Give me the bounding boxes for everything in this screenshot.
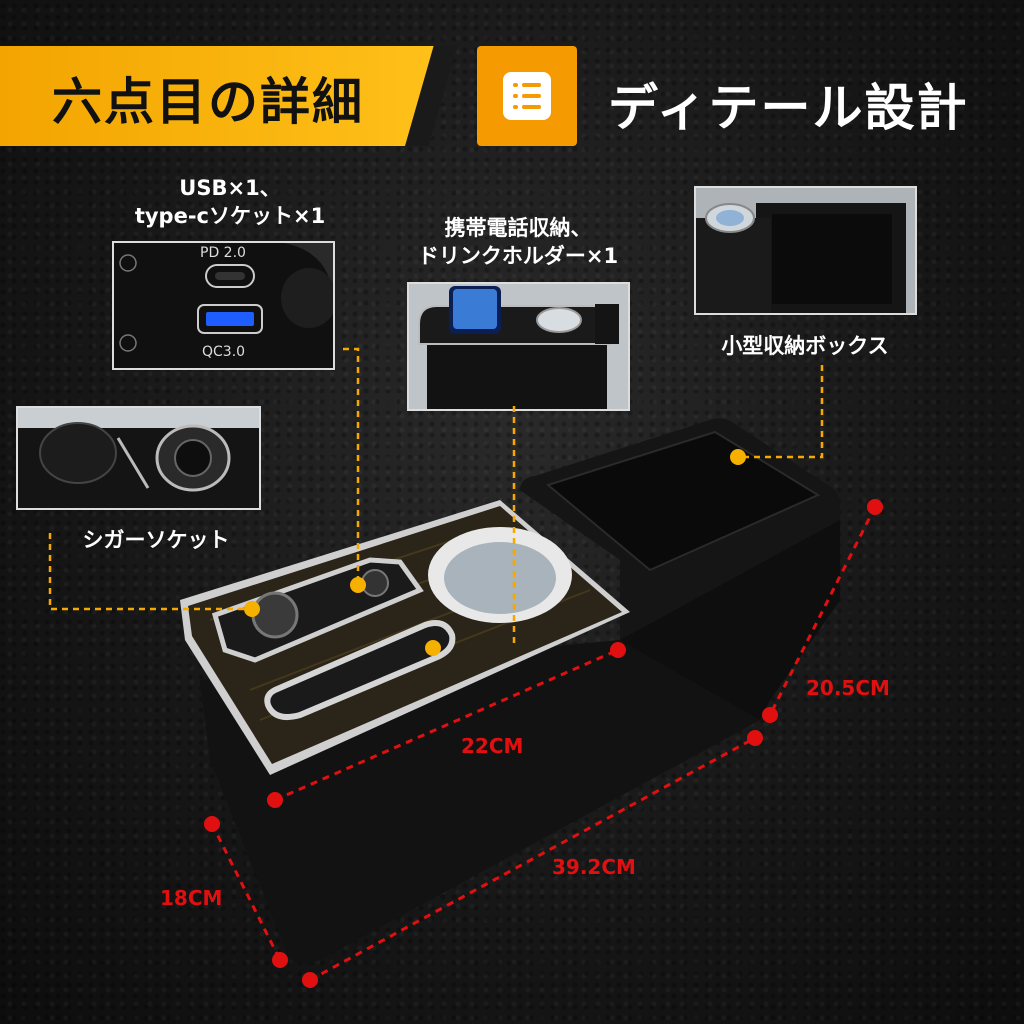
storage-box-photo xyxy=(694,186,917,315)
usb-label-line1: USB×1、 xyxy=(179,176,281,200)
cigar-socket-label: シガーソケット xyxy=(82,528,230,552)
header-left-title: 六点目の詳細 xyxy=(52,73,364,131)
dimension-depth: 20.5CM xyxy=(806,676,890,700)
dimension-height: 18CM xyxy=(160,886,223,910)
cigar-socket-photo xyxy=(16,406,261,510)
phone-holder-photo xyxy=(407,282,630,411)
header-banner xyxy=(0,46,448,146)
phone-label: 携帯電話収納、 ドリンクホルダー×1 xyxy=(398,214,638,270)
qc-port-label: QC3.0 xyxy=(202,344,246,360)
phone-label-line1: 携帯電話収納、 xyxy=(444,216,592,240)
usb-port-photo: PD 2.0 QC3.0 xyxy=(112,241,335,370)
header-right-title: ディテール設計 xyxy=(608,79,969,137)
usb-label-line2: type-cソケット×1 xyxy=(134,204,326,228)
list-icon xyxy=(477,46,577,146)
storage-box-label: 小型収納ボックス xyxy=(721,334,889,358)
dimension-width: 22CM xyxy=(461,734,524,758)
phone-label-line2: ドリンクホルダー×1 xyxy=(417,244,619,268)
pd-port-label: PD 2.0 xyxy=(200,245,246,261)
dimension-length: 39.2CM xyxy=(552,855,636,879)
usb-label: USB×1、 type-cソケット×1 xyxy=(110,174,350,230)
